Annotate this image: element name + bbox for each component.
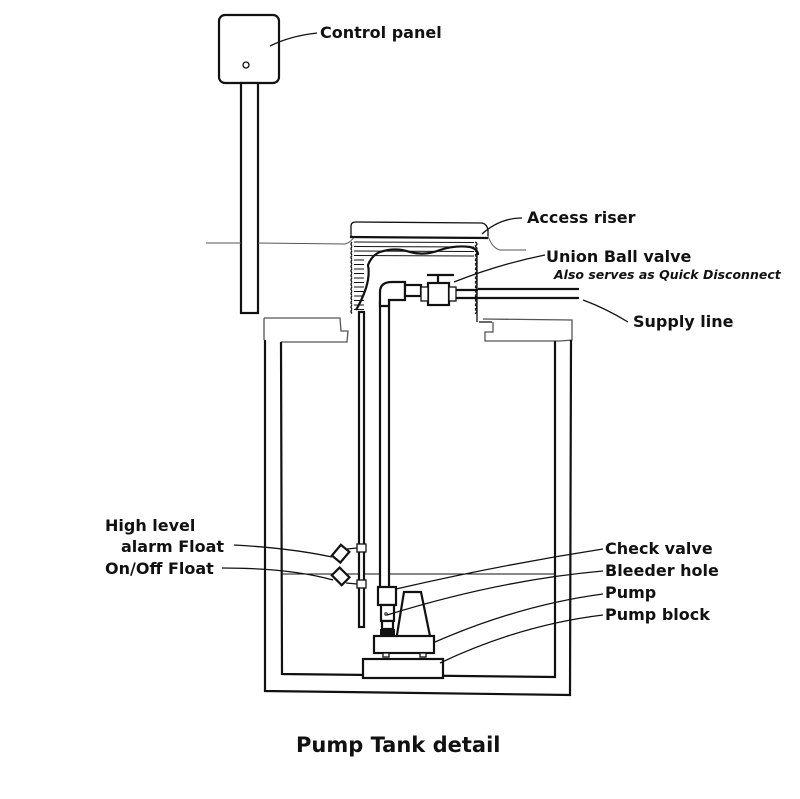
riser-rib-line <box>353 255 475 257</box>
leader-control-panel <box>269 32 318 47</box>
control-panel-indicator-icon <box>242 61 250 69</box>
leader-union-ball-valve <box>453 254 546 283</box>
valve-handle-icon <box>427 273 454 283</box>
leader-bleeder-hole <box>386 570 604 616</box>
leader-supply-line <box>582 299 629 323</box>
float-clamp-low <box>356 579 367 589</box>
label-high-level-alarm-line2: alarm Float <box>121 537 224 556</box>
leader-pump-block <box>439 614 604 664</box>
leader-high-level-alarm-float <box>233 544 333 558</box>
pipe-nipple <box>403 283 423 298</box>
label-pump: Pump <box>605 583 656 602</box>
pipe-elbow <box>378 280 407 308</box>
control-panel <box>217 13 281 315</box>
label-bleeder-hole: Bleeder hole <box>605 561 719 580</box>
pump-block <box>361 657 445 680</box>
pipe-to-wall <box>456 288 478 300</box>
discharge-pipe <box>378 300 391 594</box>
label-high-level-alarm-line1: High level <box>105 516 195 535</box>
check-valve <box>376 585 398 607</box>
riser-cutaway-edge <box>355 245 480 311</box>
supply-line-pipe <box>478 287 579 300</box>
label-union-ball-valve: Union Ball valve <box>546 247 691 266</box>
high-float-tether <box>346 547 358 550</box>
leader-access-riser <box>481 217 523 235</box>
union-ball-valve <box>420 273 457 307</box>
low-float-tether <box>345 582 358 585</box>
ground-line-left <box>206 235 356 245</box>
riser-rib <box>350 308 478 315</box>
riser-rib <box>350 268 478 274</box>
float-clamp-high <box>356 543 367 553</box>
leader-check-valve <box>395 548 604 590</box>
tank-lid-right <box>482 318 573 342</box>
high-level-alarm-float <box>330 543 351 565</box>
riser-rib-line <box>353 241 475 243</box>
pump-fitting <box>380 619 395 631</box>
ground-line-right <box>487 235 526 251</box>
riser-rib <box>350 304 478 310</box>
float-tree <box>330 310 367 629</box>
control-panel-post <box>239 81 260 315</box>
riser-rib <box>350 263 478 270</box>
pump-assembly <box>361 585 445 680</box>
tank-outer-wall <box>263 339 573 697</box>
label-check-valve: Check valve <box>605 539 713 558</box>
riser-rib <box>350 299 478 306</box>
bleeder-hole <box>384 612 388 616</box>
riser-lid <box>350 221 489 236</box>
pump-motor-housing <box>394 590 433 643</box>
label-pump-block: Pump block <box>605 605 710 624</box>
valve-body <box>426 281 451 307</box>
valve-union-left <box>420 286 429 302</box>
riser-rib <box>350 272 478 279</box>
pump-base <box>372 634 436 655</box>
leader-lines <box>221 32 629 664</box>
pump-foot-left <box>382 652 390 658</box>
leader-on-off-float <box>221 567 334 581</box>
label-on-off-float: On/Off Float <box>105 559 214 578</box>
riser-lid-base <box>349 235 489 240</box>
diagram-title: Pump Tank detail <box>296 733 500 757</box>
riser-right-wall <box>476 252 492 323</box>
label-supply-line: Supply line <box>633 312 734 331</box>
label-control-panel: Control panel <box>320 23 442 42</box>
label-union-ball-valve-note: Also serves as Quick Disconnect <box>553 267 782 282</box>
control-panel-box <box>217 13 281 85</box>
on-off-float <box>330 565 352 587</box>
pump-foot-right <box>419 652 427 658</box>
leader-pump <box>434 593 604 643</box>
pump-collar <box>380 629 395 635</box>
riser-rib-line <box>353 250 475 252</box>
valve-union-right <box>448 286 457 302</box>
access-riser <box>349 221 492 323</box>
tank-lid-left <box>264 317 349 343</box>
riser-rib <box>350 241 478 247</box>
float-tree-pipe <box>357 310 366 629</box>
label-access-riser: Access riser <box>527 208 636 227</box>
